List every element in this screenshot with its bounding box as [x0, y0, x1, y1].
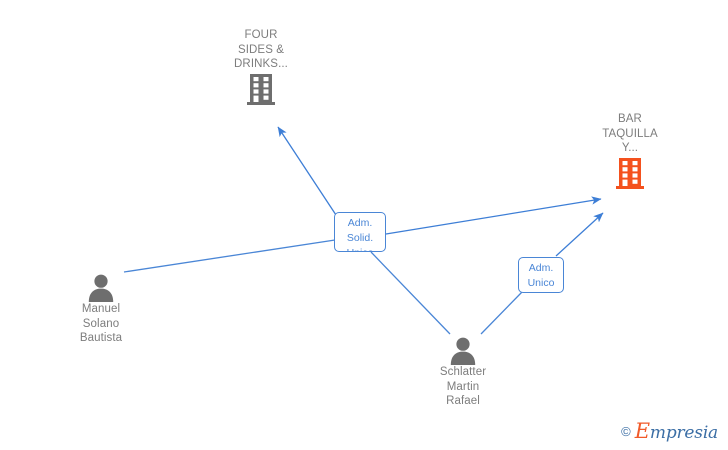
person-icon[interactable] [403, 335, 523, 365]
brand-capital: E [634, 419, 650, 443]
node-label-four-sides: FOUR SIDES & DRINKS... [234, 29, 288, 70]
node-label-bar-taquilla: BAR TAQUILLA Y... [602, 113, 658, 154]
edge-solid-to-four-sides [277, 126, 337, 216]
node-person-manuel-solano[interactable]: Manuel Solano Bautista [41, 272, 161, 346]
edge-schlatter-to-admunico [480, 291, 523, 335]
edge-label-adm-solid-unico[interactable]: Adm. Solid. Unico [334, 212, 386, 252]
building-icon[interactable] [570, 156, 690, 190]
node-company-bar-taquilla[interactable]: BAR TAQUILLA Y... [570, 112, 690, 190]
empresia-watermark: © Empresia [621, 421, 718, 442]
node-company-four-sides[interactable]: FOUR SIDES & DRINKS... [201, 28, 321, 106]
brand-logo: Empresia [635, 421, 718, 442]
edge-solid-to-bar-taquilla [385, 196, 602, 235]
node-label-schlatter-martin: Schlatter Martin Rafael [439, 366, 487, 407]
edge-admunico-to-bar-taquilla [555, 212, 604, 257]
node-label-manuel-solano: Manuel Solano Bautista [79, 303, 123, 344]
node-person-schlatter-martin[interactable]: Schlatter Martin Rafael [403, 335, 523, 409]
edge-solid-to-schlatter [370, 251, 451, 335]
brand-rest: mpresia [649, 423, 718, 443]
copyright-icon: © [621, 424, 631, 439]
building-icon[interactable] [201, 72, 321, 106]
person-icon[interactable] [41, 272, 161, 302]
edge-label-adm-unico[interactable]: Adm. Unico [518, 257, 564, 293]
edge-manuel-to-solid [123, 239, 336, 273]
